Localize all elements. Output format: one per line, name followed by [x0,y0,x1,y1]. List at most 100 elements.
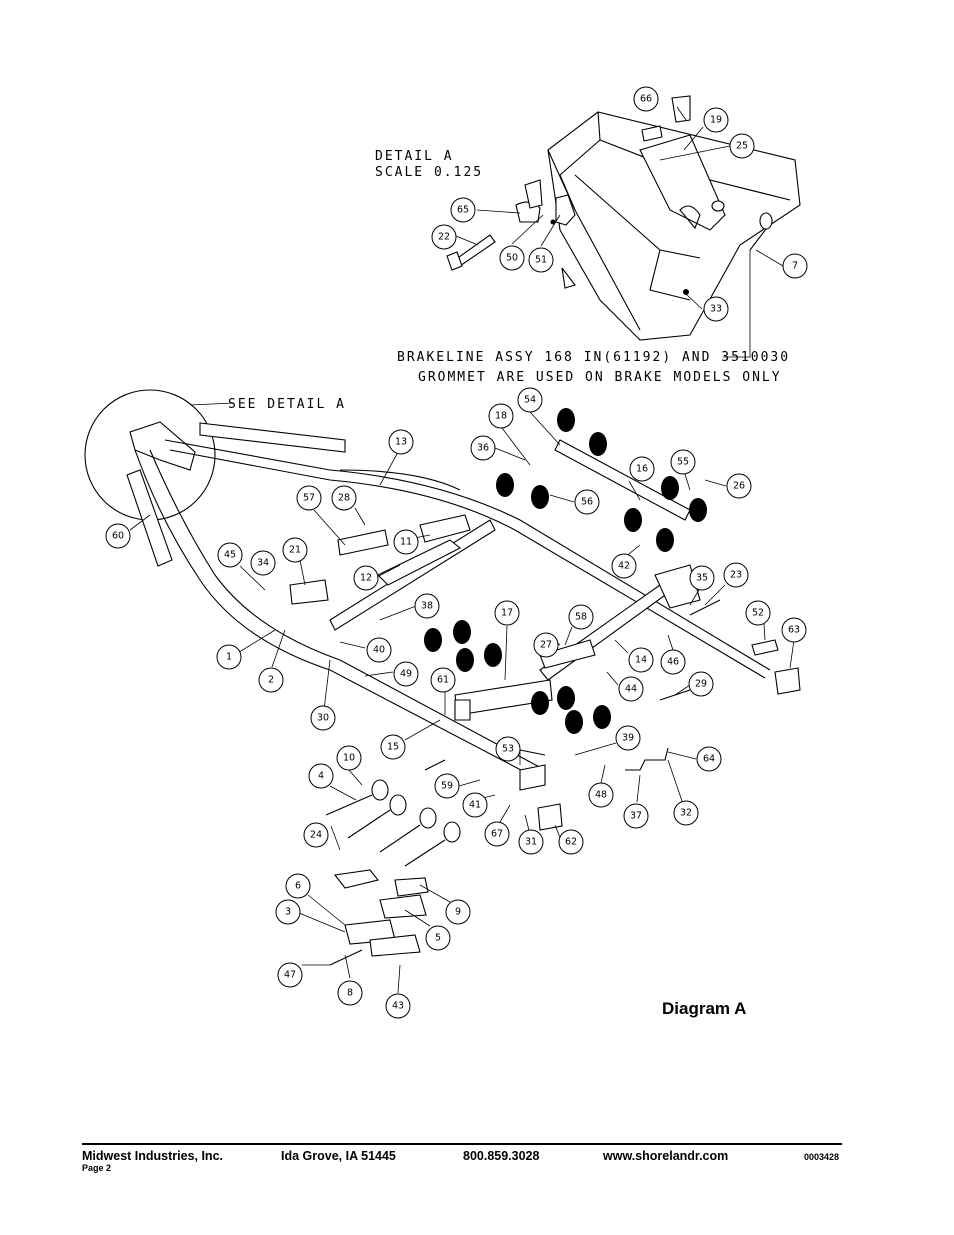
brakeline-note-line-2: GROMMET ARE USED ON BRAKE MODELS ONLY [418,370,782,385]
svg-text:39: 39 [622,733,634,744]
diagram-title: Diagram A [662,999,747,1018]
footer-location: Ida Grove, IA 51445 [281,1149,396,1163]
callout-balloon: 56 [574,489,600,515]
callout-balloon: 6 [285,873,311,899]
callout-balloon: 51 [528,247,554,273]
svg-text:40: 40 [373,645,385,656]
callout-balloon: 7 [782,253,808,279]
svg-text:6: 6 [295,881,301,892]
callout-balloon: 46 [660,649,686,675]
leader-lines [129,106,795,994]
callout-balloon: 47 [277,962,303,988]
svg-text:2: 2 [268,675,274,686]
callout-balloon: 27 [533,632,559,658]
callout-balloon: 48 [588,782,614,808]
callout-balloon: 55 [670,449,696,475]
detail-scale: SCALE 0.125 [375,165,483,180]
callout-balloon: 16 [629,456,655,482]
callout-balloon: 66 [633,86,659,112]
svg-text:10: 10 [343,753,355,764]
trailer-frame [84,389,801,831]
callout-balloon: 30 [310,705,336,731]
svg-text:60: 60 [112,531,124,542]
callout-balloon: 10 [336,745,362,771]
callout-balloon: 1 [216,644,242,670]
footer-phone: 800.859.3028 [463,1149,540,1163]
svg-text:8: 8 [347,988,353,999]
svg-text:48: 48 [595,790,607,801]
svg-text:45: 45 [224,550,236,561]
callout-balloon: 40 [366,637,392,663]
svg-text:58: 58 [575,612,587,623]
svg-text:19: 19 [710,115,722,126]
callout-balloon: 38 [414,593,440,619]
svg-text:53: 53 [502,744,514,755]
callout-balloon: 13 [388,429,414,455]
callout-balloons: 66 19 25 65 22 50 51 7 33 13 18 54 36 16… [105,86,808,1019]
svg-text:59: 59 [441,781,453,792]
callout-balloon: 34 [250,550,276,576]
callout-balloon: 3 [275,899,301,925]
svg-text:13: 13 [395,437,407,448]
callout-balloon: 44 [618,676,644,702]
footer-website: www.shorelandr.com [603,1149,729,1163]
callout-balloon: 50 [499,245,525,271]
svg-text:57: 57 [303,493,315,504]
detail-annotations: DETAIL A SCALE 0.125 SEE DETAIL A BRAKEL… [228,149,790,412]
svg-text:27: 27 [540,640,552,651]
svg-text:4: 4 [318,771,324,782]
footer-company: Midwest Industries, Inc. [82,1149,223,1163]
detail-a-assembly [446,95,801,341]
footer-divider [82,1143,842,1145]
svg-text:47: 47 [284,970,296,981]
svg-text:5: 5 [435,933,441,944]
callout-balloon: 37 [623,803,649,829]
callout-balloon: 63 [781,617,807,643]
svg-text:33: 33 [710,304,722,315]
svg-text:36: 36 [477,443,489,454]
callout-balloon: 49 [393,661,419,687]
callout-balloon: 14 [628,647,654,673]
svg-text:52: 52 [752,608,764,619]
callout-balloon: 19 [703,107,729,133]
callout-balloon: 25 [729,133,755,159]
svg-text:56: 56 [581,497,593,508]
callout-balloon: 60 [105,523,131,549]
callout-balloon: 58 [568,604,594,630]
svg-text:30: 30 [317,713,329,724]
callout-balloon: 2 [258,667,284,693]
brakeline-note-line-1: BRAKELINE ASSY 168 IN(61192) AND 3510030 [397,350,790,365]
callout-balloon: 53 [495,736,521,762]
svg-text:46: 46 [667,657,679,668]
callout-balloon: 39 [615,725,641,751]
callout-balloon: 61 [430,667,456,693]
svg-text:22: 22 [438,232,450,243]
callout-balloon: 62 [558,829,584,855]
roller-wheels [325,408,707,867]
callout-balloon: 45 [217,542,243,568]
callout-balloon: 36 [470,435,496,461]
detail-title: DETAIL A [375,149,454,164]
svg-text:42: 42 [618,561,630,572]
svg-text:38: 38 [421,601,433,612]
footer-page-number: Page 2 [82,1163,112,1173]
svg-text:44: 44 [625,684,637,695]
callout-balloon: 21 [282,537,308,563]
svg-text:43: 43 [392,1001,404,1012]
svg-text:64: 64 [703,754,715,765]
svg-text:31: 31 [525,837,537,848]
callout-balloon: 24 [303,822,329,848]
svg-text:54: 54 [524,395,536,406]
callout-balloon: 65 [450,197,476,223]
bracket-parts [329,869,429,966]
svg-text:51: 51 [535,255,547,266]
svg-text:63: 63 [788,625,800,636]
callout-balloon: 12 [353,565,379,591]
callout-balloon: 5 [425,925,451,951]
callout-balloon: 67 [484,821,510,847]
callout-balloon: 8 [337,980,363,1006]
callout-balloon: 23 [723,562,749,588]
svg-text:17: 17 [501,608,513,619]
callout-balloon: 11 [393,529,419,555]
